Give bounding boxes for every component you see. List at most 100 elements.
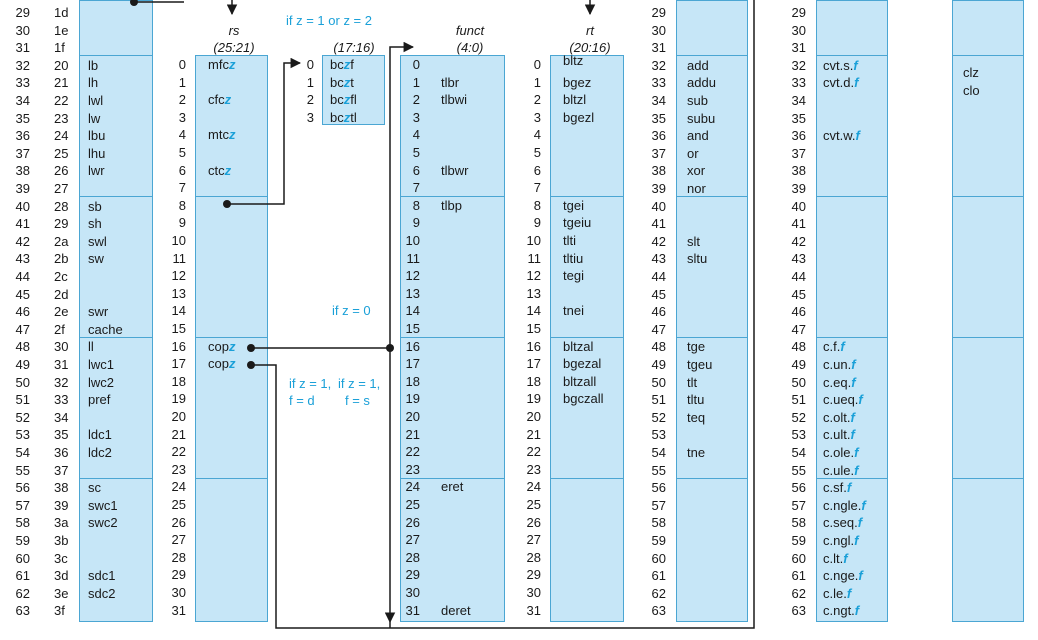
rs-index: 15	[171, 321, 186, 336]
fp-index: 34	[791, 93, 806, 108]
opcode-hex: 32	[54, 374, 69, 390]
funct-index: 26	[405, 514, 420, 530]
funct2-index: 60	[651, 550, 666, 566]
rs-index: 17	[171, 356, 186, 372]
fp-index: 56	[791, 480, 806, 496]
rt-mnemonic: tnei	[563, 303, 584, 319]
copz-to-fp	[251, 0, 755, 629]
opcode-panel-divider	[79, 478, 153, 479]
funct-bits: (4:0)	[456, 40, 484, 55]
rs-mnemonic: cfcz	[208, 92, 232, 108]
opcode-hex: 1d	[54, 5, 69, 20]
opcode-mnemonic: swl	[88, 233, 107, 249]
funct2-index: 51	[651, 392, 666, 408]
rs-index: 0	[178, 57, 186, 72]
fp-index: 49	[791, 357, 806, 372]
funct2-mnemonic: tlt	[687, 374, 698, 390]
rt-index: 11	[527, 250, 542, 266]
rt-index: 26	[526, 514, 541, 530]
rs-mnemonic: mtcz	[208, 127, 236, 143]
fp-index: 59	[791, 533, 806, 548]
note-f-d-1: if z = 1,	[289, 376, 332, 391]
funct2-index: 54	[651, 445, 666, 460]
funct2-index: 58	[651, 515, 666, 531]
opcode-hex: 36	[54, 445, 69, 460]
opcode-hex: 29	[54, 216, 69, 232]
rt-index: 6	[533, 162, 541, 178]
funct2-mnemonic: tne	[687, 445, 706, 460]
rs-index: 9	[178, 215, 186, 231]
rt-index: 13	[526, 285, 541, 301]
opcode-panel-divider	[79, 337, 153, 338]
rs-index: 21	[171, 426, 186, 442]
opcode-decimal: 38	[15, 163, 30, 179]
funct2-index: 48	[651, 339, 666, 355]
opcode-decimal: 37	[15, 145, 30, 161]
funct-index: 17	[405, 356, 420, 372]
rt-index: 14	[526, 303, 541, 319]
opcode-decimal: 34	[15, 93, 30, 108]
opcode-decimal: 60	[15, 550, 30, 566]
fp-panel-divider	[816, 478, 888, 479]
rs-to-bc-arrow	[227, 57, 302, 205]
opcode-decimal: 53	[15, 427, 30, 443]
rs-index: 23	[171, 461, 186, 477]
rt-index: 25	[526, 497, 541, 512]
funct2-mnemonic: addu	[687, 75, 716, 91]
funct2-index: 47	[651, 321, 666, 337]
opcode-hex: 3f	[54, 603, 65, 619]
rt-panel-divider	[550, 337, 624, 338]
rt-index: 4	[533, 127, 541, 143]
rt-mnemonic: tgeiu	[563, 215, 592, 231]
rt-index: 2	[533, 92, 541, 108]
funct2-index: 61	[651, 568, 666, 584]
opcode-hex: 23	[54, 110, 69, 126]
funct2-index: 43	[651, 251, 666, 267]
opcode-decimal: 54	[15, 445, 30, 460]
funct-panel	[400, 55, 505, 622]
rs-index: 26	[171, 514, 186, 530]
opcode-hex: 3e	[54, 585, 69, 601]
opcode-hex: 2e	[54, 304, 69, 320]
opcode-decimal: 41	[15, 216, 30, 232]
funct2-index: 29	[651, 5, 666, 20]
funct2-index: 33	[651, 75, 666, 91]
fp-mnemonic: cvt.d.f	[823, 75, 859, 91]
rs-mnemonic: mfcz	[208, 57, 236, 72]
funct2-index: 63	[651, 603, 666, 619]
fp-index: 41	[791, 216, 806, 232]
funct2-mnemonic: or	[687, 145, 699, 161]
fp-mnemonic: c.f.f	[823, 339, 845, 355]
rs-index: 5	[178, 145, 186, 160]
fp-panel-divider	[816, 196, 888, 197]
funct-index: 4	[412, 127, 420, 143]
funct2-index: 39	[651, 181, 666, 196]
rt-index: 5	[533, 145, 541, 160]
funct2-index: 37	[651, 145, 666, 161]
funct2-index: 38	[651, 163, 666, 179]
rt-index: 27	[526, 532, 541, 548]
funct2-index: 46	[651, 304, 666, 320]
fp-index: 45	[791, 286, 806, 302]
fp-index: 35	[791, 110, 806, 126]
opcode-decimal: 43	[15, 251, 30, 267]
opcode-hex: 24	[54, 128, 69, 144]
opcode-hex: 1e	[54, 22, 69, 38]
fp-mnemonic: cvt.w.f	[823, 128, 860, 144]
rt-mnemonic: tltiu	[563, 250, 584, 266]
rt-index: 24	[526, 479, 541, 495]
rt-index: 31	[526, 602, 541, 618]
rs-index: 19	[171, 391, 186, 407]
opcode-mnemonic: sdc2	[88, 585, 116, 601]
rt-index: 18	[526, 373, 541, 389]
funct2-mnemonic: tltu	[687, 392, 705, 408]
rs-index: 14	[171, 303, 186, 319]
opcode-decimal: 59	[15, 533, 30, 548]
rt-index: 8	[533, 197, 541, 213]
fp-mnemonic: c.ngl.f	[823, 533, 859, 548]
funct-index: 25	[405, 497, 420, 512]
funct-mnemonic: tlbp	[441, 197, 462, 213]
opcode-decimal: 49	[15, 357, 30, 372]
rt-mnemonic: bgezal	[563, 356, 602, 372]
